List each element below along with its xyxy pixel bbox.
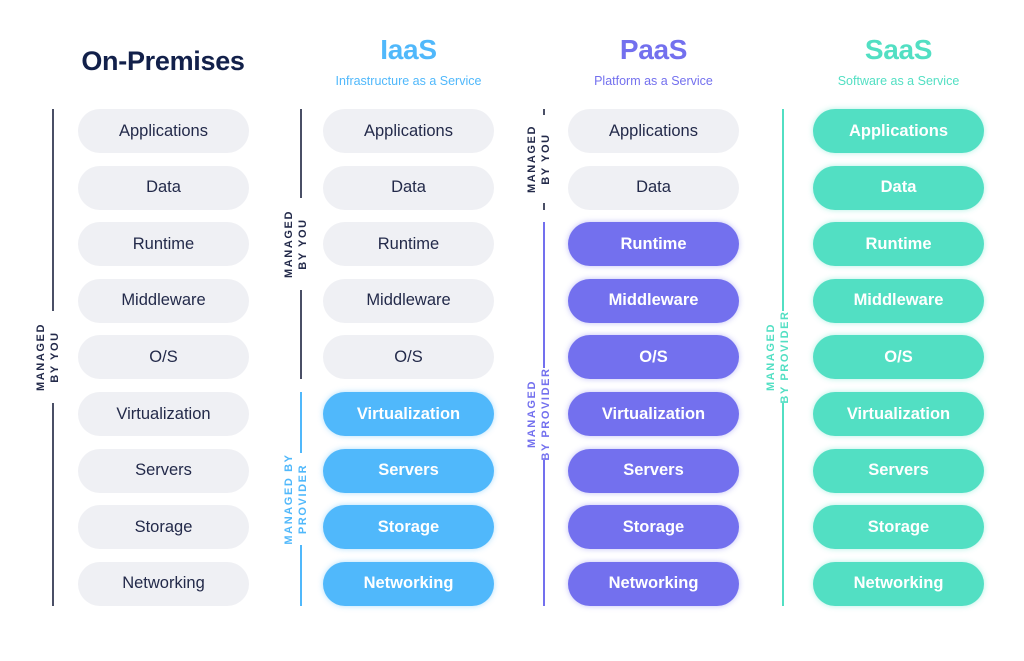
bracket-line-bottom bbox=[300, 544, 302, 606]
layer-pill-data: Data bbox=[78, 165, 249, 210]
layer-pill-data: Data bbox=[568, 165, 739, 210]
label-line-1: MANAGED bbox=[526, 125, 538, 194]
bracket-line-bottom bbox=[782, 403, 784, 606]
layer-pill-virtualization: Virtualization bbox=[323, 392, 494, 436]
layer-pill-runtime: Runtime bbox=[323, 222, 494, 267]
column-title: IaaS bbox=[380, 34, 437, 65]
bracket-line-top bbox=[782, 109, 784, 312]
label-line-1: MANAGED bbox=[526, 379, 538, 449]
column-title: On-Premises bbox=[81, 46, 245, 76]
layer-pill-o-s: O/S bbox=[78, 335, 249, 380]
layer-pill-storage: Storage bbox=[323, 505, 494, 550]
layer-pill-applications: Applications bbox=[568, 109, 739, 153]
bracket-line-top bbox=[543, 109, 545, 116]
layer-pill-storage: Storage bbox=[813, 505, 984, 550]
layer-pill-runtime: Runtime bbox=[813, 222, 984, 267]
layer-pill-o-s: O/S bbox=[813, 335, 984, 380]
layer-pill-virtualization: Virtualization bbox=[813, 392, 984, 436]
layer-pill-o-s: O/S bbox=[568, 335, 739, 380]
layer-pill-middleware: Middleware bbox=[568, 278, 739, 323]
layer-pill-data: Data bbox=[323, 165, 494, 210]
bracket-line-bottom bbox=[52, 403, 54, 606]
column-title: SaaS bbox=[864, 34, 933, 65]
layer-pill-networking: Networking bbox=[78, 561, 249, 606]
label-line-2: BY PROVIDER bbox=[779, 310, 791, 404]
layer-pill-servers: Servers bbox=[813, 448, 984, 493]
layer-pill-virtualization: Virtualization bbox=[568, 392, 739, 436]
layer-pill-applications: Applications bbox=[813, 109, 984, 153]
layer-pill-servers: Servers bbox=[568, 448, 739, 493]
label-line-2: PROVIDER bbox=[297, 463, 309, 535]
layer-pill-runtime: Runtime bbox=[78, 222, 249, 267]
layer-pill-middleware: Middleware bbox=[813, 278, 984, 323]
layer-pill-servers: Servers bbox=[78, 448, 249, 493]
layer-pill-runtime: Runtime bbox=[568, 222, 739, 267]
layer-pill-applications: Applications bbox=[78, 109, 249, 153]
label-line-1: MANAGED bbox=[35, 323, 47, 392]
layer-pill-networking: Networking bbox=[323, 561, 494, 606]
layer-pill-storage: Storage bbox=[568, 505, 739, 550]
column-subtitle: Platform as a Service bbox=[594, 74, 713, 88]
column-subtitle: Infrastructure as a Service bbox=[335, 74, 482, 88]
layer-pill-networking: Networking bbox=[813, 561, 984, 606]
layer-pill-virtualization: Virtualization bbox=[78, 392, 249, 436]
label-line-1: MANAGED BY bbox=[283, 453, 295, 545]
bracket-line-bottom bbox=[300, 290, 302, 380]
layer-pill-servers: Servers bbox=[323, 448, 494, 493]
layer-pill-middleware: Middleware bbox=[323, 278, 494, 323]
bracket-line-bottom bbox=[543, 203, 545, 210]
label-line-2: BY YOU bbox=[540, 133, 552, 185]
bracket-line-bottom bbox=[543, 460, 545, 606]
column-title: PaaS bbox=[619, 34, 688, 65]
bracket-line-top bbox=[300, 392, 302, 453]
layer-pill-data: Data bbox=[813, 165, 984, 210]
layer-pill-applications: Applications bbox=[323, 109, 494, 153]
bracket-line-top bbox=[52, 109, 54, 312]
layer-pill-middleware: Middleware bbox=[78, 278, 249, 323]
layer-pill-o-s: O/S bbox=[323, 335, 494, 380]
label-line-2: BY YOU bbox=[49, 331, 61, 384]
bracket-line-top bbox=[300, 109, 302, 199]
label-line-1: MANAGED bbox=[283, 210, 295, 279]
label-line-2: BY YOU bbox=[297, 218, 309, 270]
column-subtitle: Software as a Service bbox=[837, 74, 960, 88]
bracket-line-top bbox=[543, 222, 545, 368]
layer-pill-networking: Networking bbox=[568, 561, 739, 606]
label-line-2: BY PROVIDER bbox=[540, 367, 552, 461]
label-line-1: MANAGED bbox=[765, 323, 777, 392]
layer-pill-storage: Storage bbox=[78, 505, 249, 550]
